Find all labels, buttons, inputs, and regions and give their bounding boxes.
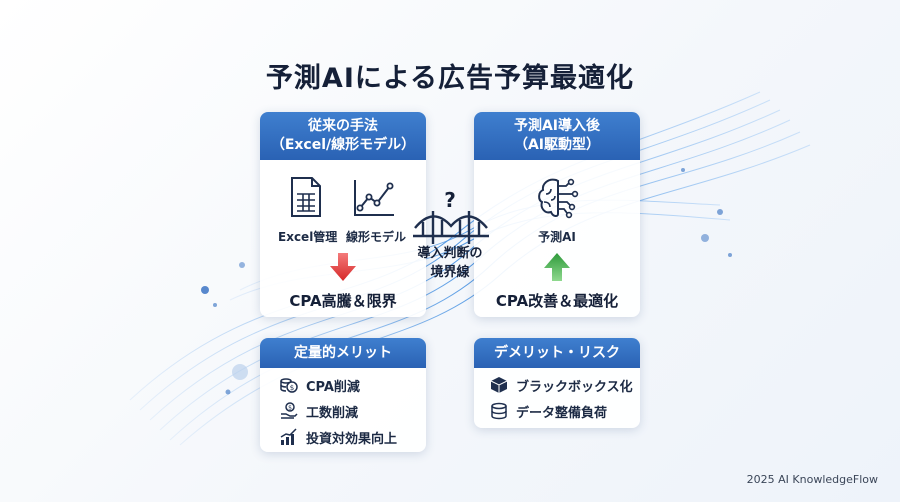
growth-chart-icon <box>280 428 297 445</box>
merit-card: 定量的メリット $ CPA削減 $ 工 <box>260 338 426 452</box>
ai-header-line2: （AI駆動型） <box>513 137 601 153</box>
database-icon <box>491 402 507 420</box>
brain-circuit-icon <box>538 178 579 219</box>
ai-method-card: 予測AI導入後 （AI駆動型） 予測AI CPA改善＆最適化 <box>474 112 640 317</box>
svg-text:$: $ <box>288 405 292 412</box>
traditional-header-line1: 従来の手法 <box>308 118 378 134</box>
risk-item: ブラックボックス化 <box>490 372 640 398</box>
ai-card-header: 予測AI導入後 （AI駆動型） <box>474 112 640 160</box>
merit-card-header: 定量的メリット <box>260 338 426 368</box>
merit-item-text: 投資対効果向上 <box>306 431 398 447</box>
page-title: 予測AIによる広告予算最適化 <box>265 63 635 94</box>
line-chart-icon <box>354 180 394 216</box>
footer-credit: 2025 AI KnowledgeFlow <box>746 473 878 486</box>
traditional-result: CPA高騰＆限界 <box>289 292 397 310</box>
bridge-question: ? <box>444 188 456 212</box>
svg-text:$: $ <box>290 384 294 392</box>
excel-label: Excel管理 <box>278 230 338 244</box>
up-arrow-icon <box>544 253 570 281</box>
merit-item: $ 工数削減 <box>280 398 426 424</box>
merit-item-text: CPA削減 <box>306 379 360 395</box>
risk-card-header: デメリット・リスク <box>474 338 640 368</box>
down-arrow-icon <box>330 253 356 281</box>
merit-item: 投資対効果向上 <box>280 424 426 450</box>
linear-model-label: 線形モデル <box>346 230 407 244</box>
risk-item-text: ブラックボックス化 <box>516 379 633 395</box>
coins-icon: $ <box>280 378 298 393</box>
black-box-icon <box>490 377 508 393</box>
spreadsheet-icon <box>291 177 321 217</box>
traditional-header-line2: （Excel/線形モデル） <box>270 137 416 153</box>
bridge-label: 導入判断の 境界線 <box>402 244 498 282</box>
traditional-card-header: 従来の手法 （Excel/線形モデル） <box>260 112 426 160</box>
bridge-icon <box>413 211 489 244</box>
merit-item: $ CPA削減 <box>280 372 426 398</box>
risk-card: デメリット・リスク ブラックボックス化 データ整備負荷 <box>474 338 640 428</box>
risk-item-text: データ整備負荷 <box>516 405 608 421</box>
hand-coin-icon: $ <box>281 402 298 419</box>
ai-result: CPA改善＆最適化 <box>495 292 619 310</box>
predictive-ai-label: 予測AI <box>538 230 576 244</box>
merit-item-text: 工数削減 <box>306 405 359 421</box>
bridge-label-line1: 導入判断の <box>417 246 483 261</box>
bridge-label-line2: 境界線 <box>430 265 470 280</box>
traditional-method-card: 従来の手法 （Excel/線形モデル） Excel管理 線形モデル <box>260 112 426 317</box>
risk-item: データ整備負荷 <box>490 398 640 424</box>
ai-header-line1: 予測AI導入後 <box>513 118 601 134</box>
